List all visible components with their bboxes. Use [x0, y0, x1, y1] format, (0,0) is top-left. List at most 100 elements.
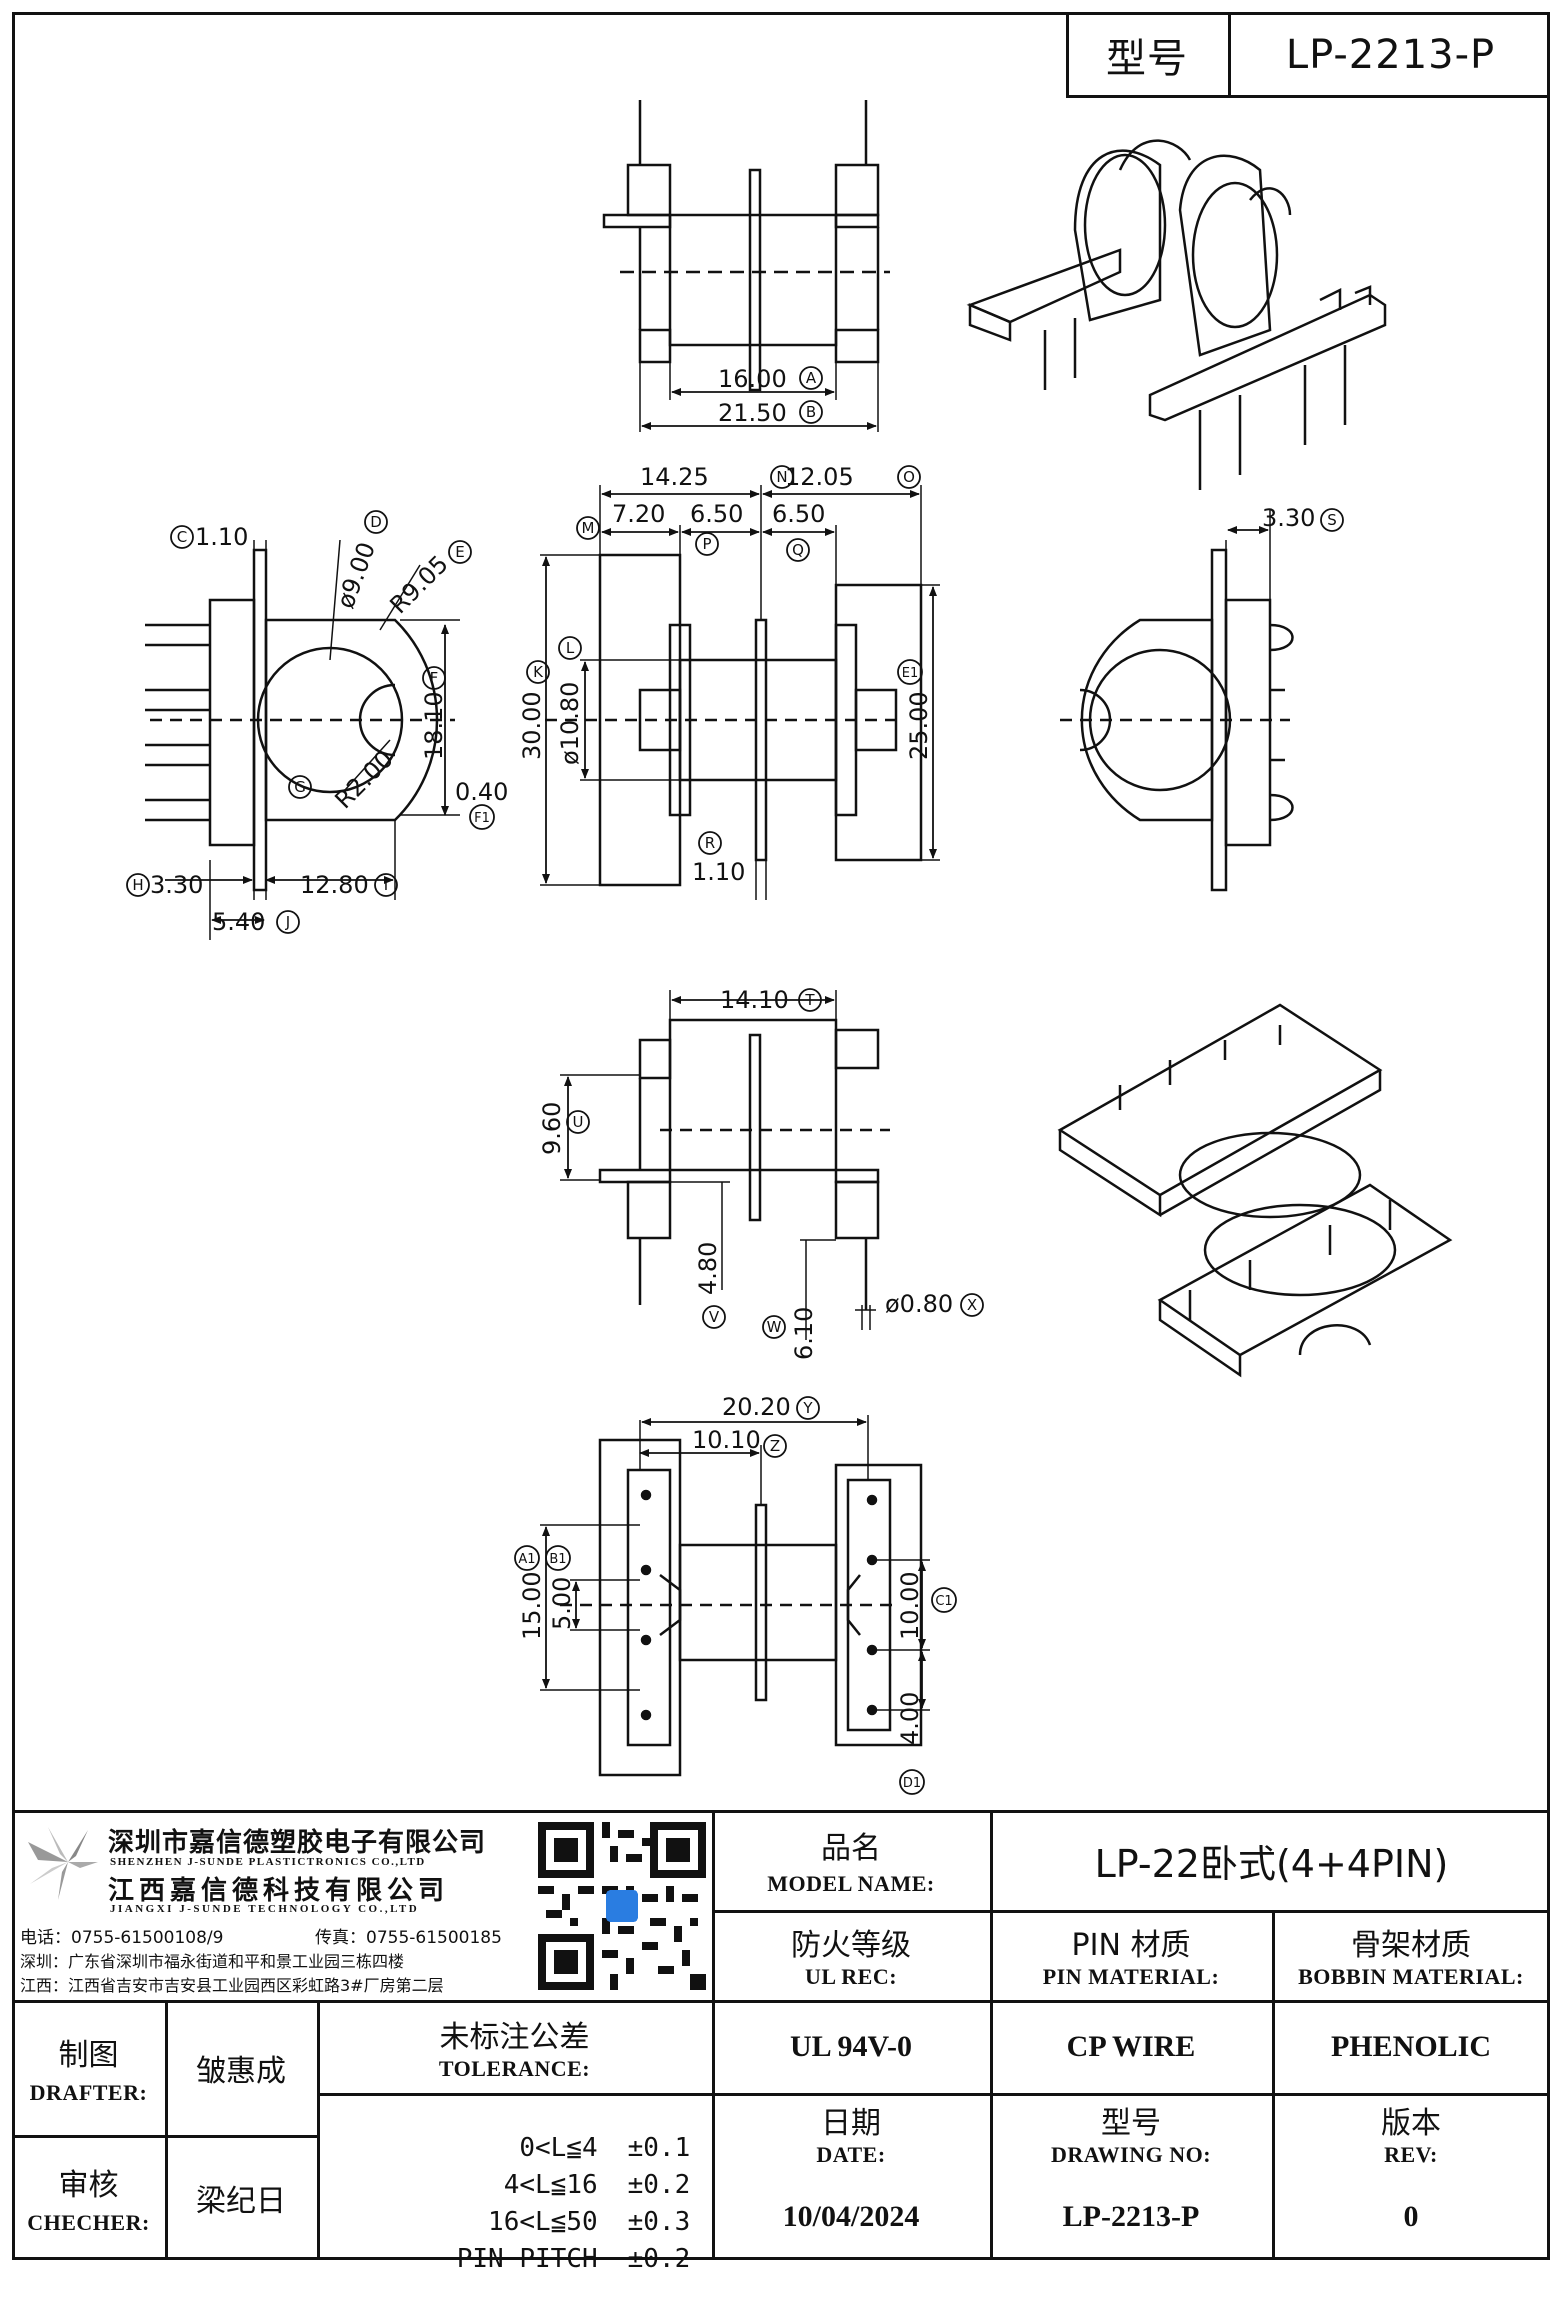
company-name-jx: 江西嘉信德科技有限公司: [108, 1876, 450, 1906]
dim-14-25: 14.25: [640, 463, 709, 491]
dim-7-20: 7.20: [612, 500, 665, 528]
dim-6-10: 6.10: [790, 1307, 818, 1360]
tolerance-row-4: PIN PITCH±0.2: [456, 2244, 691, 2274]
marker-n: N: [776, 468, 787, 486]
date-label: 日期 DATE:: [816, 2106, 886, 2167]
marker-k: K: [533, 663, 544, 681]
dim-dia-0-80: ø0.80: [885, 1290, 953, 1318]
company-fax: 传真：0755-61500185: [315, 1928, 502, 1948]
marker-v: V: [709, 1308, 720, 1326]
marker-a: A: [806, 369, 817, 387]
left-view: [145, 539, 460, 940]
tolerance-row-3: 16<L≦50±0.3: [488, 2207, 691, 2237]
isometric-view-top: [966, 139, 1387, 490]
dim-5-40: 5.40: [212, 908, 265, 936]
tolerance-row-1: 0<L≦4±0.1: [519, 2133, 691, 2163]
isometric-view-bottom: [1057, 1003, 1453, 1378]
marker-j: J: [285, 913, 290, 931]
dim-20-20: 20.20: [722, 1393, 791, 1421]
tolerance-label: 未标注公差 TOLERANCE:: [438, 2019, 591, 2081]
address-sz: 深圳：广东省深圳市福永街道和平和景工业园三栋四楼: [20, 1952, 405, 1971]
marker-f: F: [430, 669, 439, 687]
drafter-label: 制图 DRAFTER:: [29, 2037, 148, 2105]
dim-5-00: 5.00: [548, 1577, 576, 1630]
marker-d: D: [370, 513, 382, 531]
bobbin-material-label: 骨架材质 BOBBIN MATERIAL:: [1298, 1928, 1524, 1989]
dim-0-40: 0.40: [455, 778, 508, 806]
marker-t: T: [804, 991, 815, 1009]
dim-21-50: 21.50: [718, 399, 787, 427]
company-name-sz: 深圳市嘉信德塑胶电子有限公司: [108, 1828, 487, 1858]
marker-e: E: [455, 543, 464, 561]
marker-r: R: [705, 834, 715, 852]
dim-12-80: 12.80: [300, 871, 369, 899]
company-name-jx-en: JIANGXI J-SUNDE TECHNOLOGY CO.,LTD: [110, 1903, 420, 1915]
right-view: [1060, 510, 1294, 892]
marker-o: O: [903, 468, 915, 486]
drawing-no-label: 型号 DRAWING NO:: [1050, 2106, 1212, 2167]
dim-9-60: 9.60: [538, 1102, 566, 1155]
marker-c1: C1: [935, 1594, 952, 1609]
model-header-value: LP-2213-P: [1285, 32, 1496, 78]
marker-y: Y: [802, 1399, 813, 1417]
technical-drawing: 16.00 21.50 1.10 ø9.00 R9.05 18.10 R2.00…: [126, 100, 1453, 1795]
address-jx: 江西：江西省吉安市吉安县工业园西区彩虹路3#厂房第二层: [20, 1976, 444, 1995]
dim-14-10: 14.10: [720, 986, 789, 1014]
checker-label: 审核 CHECHER:: [27, 2167, 150, 2235]
dim-1-10-front: 1.10: [692, 858, 745, 886]
drafter-name: 皱惠成: [196, 2053, 286, 2089]
company-name-sz-en: SHENZHEN J-SUNDE PLASTICTRONICS CO.,LTD: [110, 1856, 426, 1868]
bottom-view: [540, 1415, 930, 1777]
marker-h: H: [132, 876, 143, 894]
ul-rec-label: 防火等级 UL REC:: [791, 1928, 911, 1989]
dim-1-10-left: 1.10: [195, 523, 248, 551]
marker-i: I: [384, 876, 388, 894]
marker-a1: A1: [518, 1552, 535, 1567]
dim-3-30-right: 3.30: [1262, 504, 1315, 532]
marker-u: U: [573, 1113, 584, 1131]
drawing-no-value: LP-2213-P: [1062, 2199, 1200, 2233]
marker-z: Z: [770, 1437, 780, 1455]
dim-r2-00: R2.00: [329, 745, 398, 814]
marker-q: Q: [792, 541, 804, 559]
model-name-value: LP-22卧式(4+4PIN): [1094, 1841, 1449, 1886]
model-header-label: 型号: [1106, 36, 1188, 82]
dim-12-05: 12.05: [785, 463, 854, 491]
rev-label: 版本 REV:: [1381, 2106, 1441, 2167]
model-name-label: 品名 MODEL NAME:: [767, 1831, 935, 1896]
marker-s: S: [1327, 511, 1337, 529]
marker-w: W: [767, 1318, 782, 1336]
dim-dia-10-80: ø10.80: [556, 682, 584, 765]
dim-10-00: 10.00: [896, 1571, 924, 1640]
dim-18-10: 18.10: [420, 691, 448, 760]
top-view: [602, 100, 890, 432]
bobbin-material-value: PHENOLIC: [1330, 2029, 1492, 2063]
marker-m: M: [582, 519, 595, 537]
marker-p: P: [702, 535, 711, 553]
pin-material-label: PIN 材质 PIN MATERIAL:: [1042, 1928, 1220, 1989]
dim-4-00: 4.00: [896, 1692, 924, 1745]
dim-6-50-p: 6.50: [690, 500, 743, 528]
checker-name: 梁纪日: [196, 2183, 286, 2219]
marker-b: B: [806, 403, 816, 421]
dim-10-10: 10.10: [692, 1426, 761, 1454]
marker-l: L: [566, 639, 575, 657]
model-header-box: [1066, 12, 1550, 98]
dim-30-00: 30.00: [518, 691, 546, 760]
rev-value: 0: [1403, 2199, 1419, 2233]
marker-e1: E1: [902, 666, 919, 681]
sheet-border: [12, 12, 1550, 2260]
marker-b1: B1: [549, 1552, 566, 1567]
marker-f1: F1: [474, 811, 490, 826]
front-view: [540, 485, 940, 900]
dim-16-00: 16.00: [718, 365, 787, 393]
qr-code: [538, 1822, 706, 1990]
dim-6-50-q: 6.50: [772, 500, 825, 528]
tolerance-row-2: 4<L≦16±0.2: [503, 2170, 691, 2200]
dim-15-00: 15.00: [518, 1571, 546, 1640]
dim-4-80: 4.80: [694, 1242, 722, 1295]
marker-g: G: [294, 778, 306, 796]
ul-rec-value: UL 94V-0: [790, 2029, 912, 2063]
company-logo: [28, 1827, 98, 1900]
